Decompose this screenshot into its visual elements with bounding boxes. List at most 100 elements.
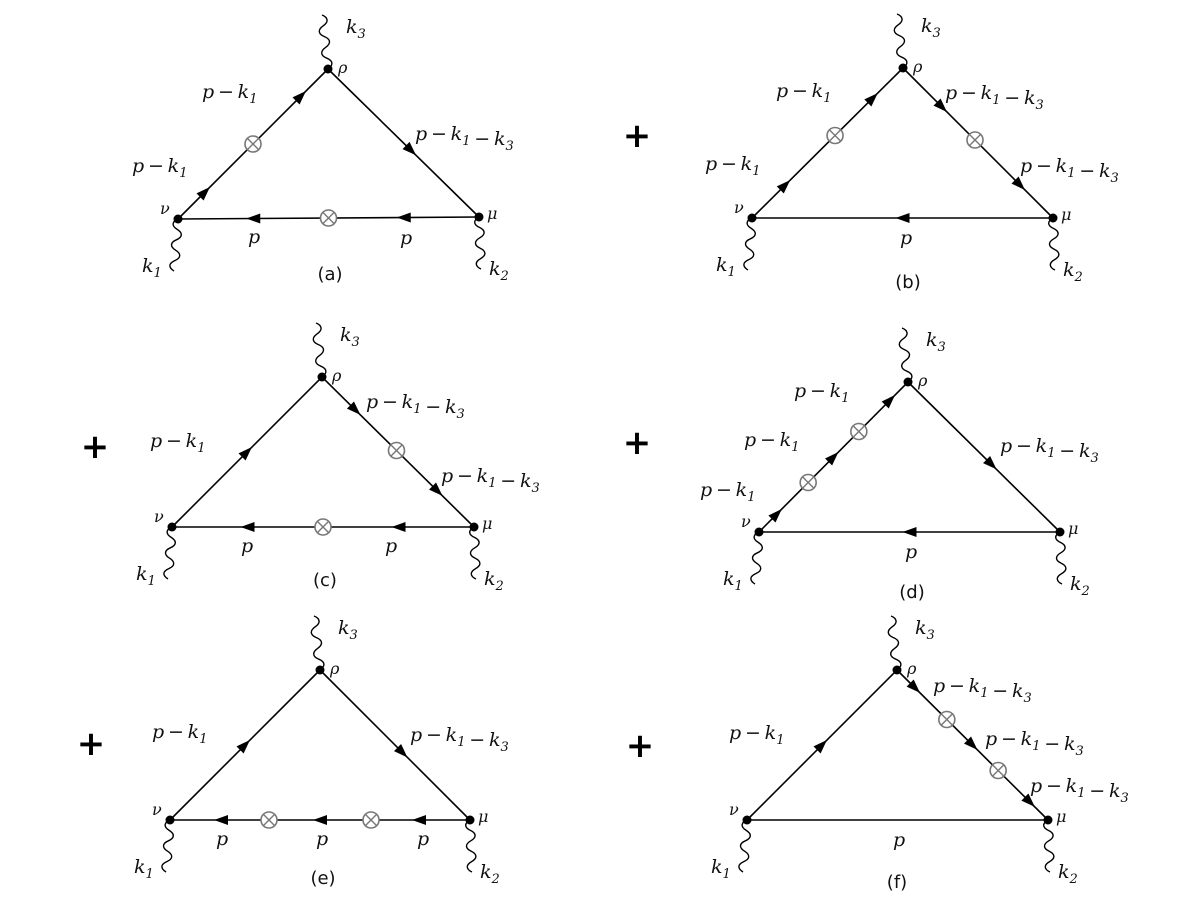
- vertex-label-mu: μ: [1056, 807, 1066, 826]
- vertex-label-rho: ρ: [331, 366, 342, 385]
- external-momentum-top: k3: [926, 329, 946, 355]
- external-leg-top: [887, 615, 902, 671]
- momentum-label: p − k1: [705, 153, 760, 179]
- external-leg-top: [310, 615, 325, 671]
- vertex-label-rho: ρ: [337, 58, 348, 77]
- arrow-l: [292, 91, 306, 105]
- momentum-label: p − k1 − k3: [441, 465, 540, 496]
- external-leg-left: [163, 526, 176, 580]
- diagram-caption: (a): [317, 264, 342, 285]
- external-momentum-top: k3: [915, 617, 935, 643]
- momentum-label: p − k1: [776, 80, 831, 106]
- momentum-label: p − k1 − k3: [985, 728, 1084, 759]
- external-leg-top: [898, 327, 913, 383]
- arrow-r: [402, 141, 417, 156]
- diagram-caption: (b): [895, 272, 920, 293]
- diagram-caption: (d): [899, 582, 924, 603]
- vertex-right: [1043, 815, 1053, 825]
- momentum-label: p − k1 − k3: [410, 724, 509, 755]
- arrow-b: [246, 213, 261, 224]
- external-leg-left: [169, 218, 182, 272]
- propagator-right: [907, 381, 1061, 533]
- arrow-l: [776, 180, 791, 194]
- vertex-label-nu: ν: [160, 199, 170, 218]
- insertion-otimes-l: [244, 135, 262, 153]
- momentum-label: p − k1: [202, 81, 257, 107]
- external-leg-top: [318, 14, 333, 70]
- external-momentum-right: k2: [484, 568, 504, 594]
- arrow-b: [412, 815, 426, 825]
- external-momentum-right: k2: [489, 258, 509, 284]
- momentum-label: p − k1: [794, 380, 849, 406]
- external-leg-left: [743, 217, 756, 271]
- insertion-otimes-l: [826, 126, 844, 145]
- vertex-label-nu: ν: [729, 800, 739, 819]
- external-leg-right: [1048, 217, 1060, 271]
- external-momentum-left: k1: [134, 856, 154, 882]
- propagator-right: [319, 669, 471, 821]
- momentum-label: p: [316, 828, 328, 850]
- propagator-right: [327, 68, 480, 218]
- arrow-r: [1021, 793, 1035, 807]
- momentum-label: p: [893, 829, 905, 851]
- insertion-otimes-b: [314, 518, 332, 536]
- vertex-label-rho: ρ: [906, 659, 917, 678]
- vertex-top: [903, 377, 913, 387]
- momentum-label: p − k1: [700, 479, 755, 505]
- arrow-l: [864, 93, 878, 107]
- momentum-label: p − k1: [152, 721, 207, 747]
- vertex-label-nu: ν: [152, 800, 162, 819]
- momentum-label: p: [905, 541, 917, 563]
- insertion-otimes-r: [938, 710, 956, 729]
- momentum-label: p: [248, 226, 260, 248]
- momentum-label: p − k1: [729, 722, 784, 748]
- arrow-l: [236, 740, 250, 754]
- external-momentum-right: k2: [1063, 259, 1083, 285]
- external-momentum-right: k2: [480, 861, 500, 887]
- momentum-label: p: [216, 828, 228, 850]
- vertex-label-rho: ρ: [329, 659, 340, 678]
- arrow-r: [346, 401, 361, 415]
- insertion-otimes-b: [260, 811, 278, 829]
- insertion-otimes-b: [319, 209, 338, 227]
- external-momentum-top: k3: [338, 617, 358, 643]
- external-leg-left: [738, 819, 751, 873]
- vertex-top: [317, 372, 327, 382]
- arrow-l: [768, 509, 782, 523]
- vertex-right: [474, 212, 484, 222]
- momentum-label: p − k1 − k3: [1030, 775, 1129, 806]
- external-momentum-left: k1: [142, 255, 162, 281]
- external-leg-left: [750, 531, 763, 585]
- momentum-label: p − k1: [132, 155, 187, 181]
- external-leg-left: [161, 819, 174, 873]
- arrow-l: [881, 395, 896, 409]
- insertion-otimes-l: [850, 422, 868, 441]
- vertex-left: [167, 522, 177, 532]
- vertex-label-mu: μ: [478, 807, 488, 826]
- arrow-b: [895, 213, 910, 223]
- external-momentum-left: k1: [723, 568, 743, 594]
- external-leg-right: [469, 526, 481, 580]
- momentum-label: p − k1 − k3: [366, 391, 465, 422]
- vertex-label-mu: μ: [1061, 205, 1071, 224]
- vertex-right: [469, 522, 479, 532]
- insertion-otimes-l: [799, 473, 817, 492]
- arrow-l: [238, 447, 252, 461]
- external-leg-right: [1055, 531, 1067, 585]
- momentum-label: p: [400, 227, 412, 249]
- vertex-left: [165, 815, 175, 825]
- insertion-otimes-r: [966, 131, 984, 149]
- vertex-top: [898, 63, 908, 73]
- momentum-label: p: [241, 535, 253, 557]
- external-momentum-right: k2: [1070, 573, 1090, 599]
- external-leg-right: [474, 216, 486, 270]
- vertex-label-rho: ρ: [917, 371, 928, 390]
- vertex-label-nu: ν: [154, 507, 164, 526]
- arrow-b: [902, 527, 917, 537]
- arrow-b: [313, 815, 327, 825]
- momentum-label: p − k1 − k3: [945, 82, 1044, 113]
- arrow-r: [1011, 176, 1025, 190]
